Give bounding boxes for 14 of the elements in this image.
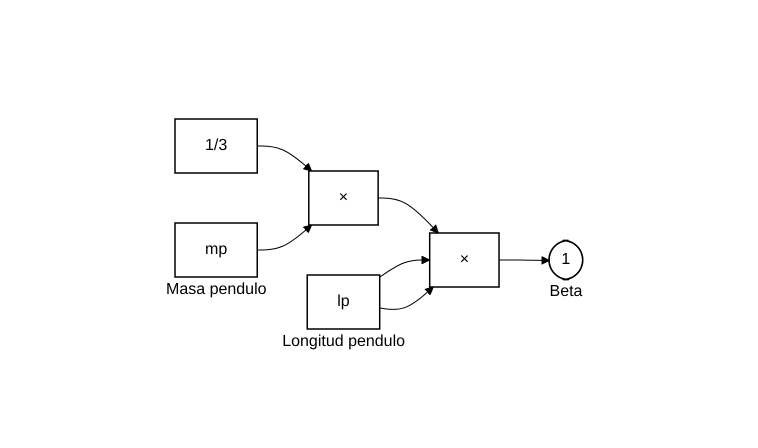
arrow <box>256 224 312 250</box>
node-box: 1/3 <box>174 118 258 174</box>
node-box: × <box>308 170 380 226</box>
block-caption: Longitud pendulo <box>282 332 406 351</box>
block-caption: Masa pendulo <box>166 280 267 299</box>
arrow <box>379 256 430 278</box>
node-box: mp <box>174 222 258 278</box>
arrow <box>256 146 312 172</box>
block-caption: Beta <box>550 283 582 302</box>
arrow <box>378 198 439 234</box>
node-box: × <box>429 232 500 288</box>
arrow <box>498 256 550 265</box>
arrow <box>379 286 434 310</box>
node-box: lp <box>306 274 381 330</box>
